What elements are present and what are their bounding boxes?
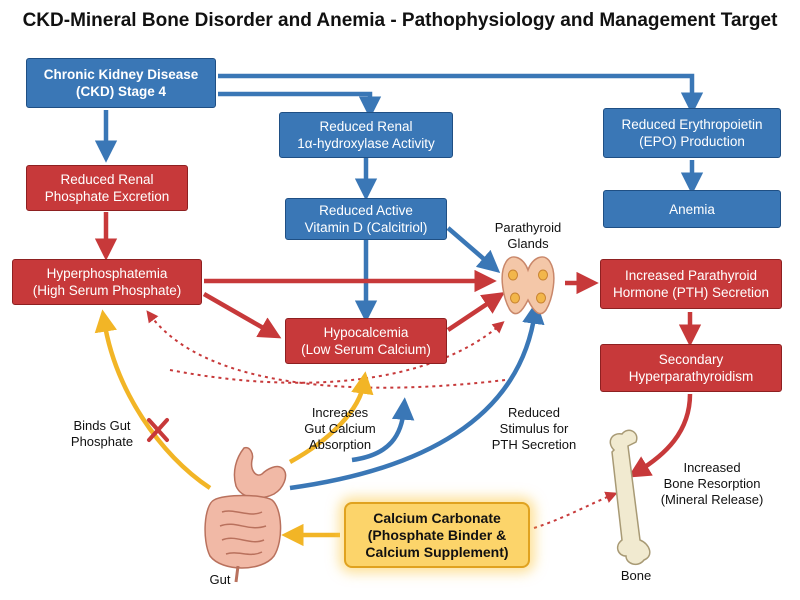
increases-gut-calcium-label: Increases Gut Calcium Absorption	[292, 405, 388, 453]
reduced-stimulus-line-3: PTH Secretion	[491, 437, 577, 452]
arrow-secondary-hpt-to-bone	[627, 393, 693, 478]
reduced-epo-line-1: Reduced Erythropoietin	[621, 117, 763, 132]
reduced-hydroxylase-line-1: Reduced Renal	[319, 119, 413, 134]
dotted-arrow-to-parathyroid	[169, 321, 505, 384]
increases-gut-calcium-line-1: Increases	[311, 405, 369, 420]
hypocalcemia-line-2: (Low Serum Calcium)	[301, 342, 431, 357]
page-title: CKD-Mineral Bone Disorder and Anemia - P…	[22, 10, 778, 31]
increased-bone-resorption-line-3: (Mineral Release)	[660, 492, 764, 507]
reduced-phosphate-excretion-line-2: Phosphate Excretion	[44, 189, 170, 204]
arrow-increased-absorption	[351, 397, 415, 463]
binds-gut-phosphate-line-1: Binds Gut	[73, 418, 131, 433]
reduced-hydroxylase-line-2: 1α-hydroxylase Activity	[297, 136, 435, 151]
arrow-gut-to-parathyroid	[289, 301, 545, 491]
reduced-phosphate-excretion-box: Reduced Renal Phosphate Excretion	[26, 165, 188, 211]
gut-label: Gut	[200, 572, 240, 588]
ckd-line-1: Chronic Kidney Disease	[43, 67, 199, 82]
parathyroid-glands-icon	[501, 256, 555, 315]
increased-pth-line-1: Increased Parathyroid	[624, 268, 758, 283]
calcium-carbonate-line-1: Calcium Carbonate	[373, 509, 501, 526]
reduced-phosphate-excretion-line-1: Reduced Renal	[60, 172, 154, 187]
secondary-hpt-line-1: Secondary	[658, 352, 724, 367]
bone-label: Bone	[608, 568, 664, 584]
increased-bone-resorption-line-1: Increased	[683, 460, 741, 475]
secondary-hpt-box: Secondary Hyperparathyroidism	[600, 344, 782, 392]
gut-label-text: Gut	[209, 572, 231, 587]
reduced-vitamin-d-line-2: Vitamin D (Calcitriol)	[304, 220, 428, 235]
hypocalcemia-box: Hypocalcemia (Low Serum Calcium)	[285, 318, 447, 364]
reduced-stimulus-line-2: Stimulus for	[499, 421, 569, 436]
calcium-carbonate-box: Calcium Carbonate (Phosphate Binder & Ca…	[344, 502, 530, 568]
increased-pth-line-2: Hormone (PTH) Secretion	[612, 285, 770, 300]
parathyroid-label-line-2: Glands	[507, 236, 549, 251]
ckd-box: Chronic Kidney Disease (CKD) Stage 4	[26, 58, 216, 108]
reduced-hydroxylase-box: Reduced Renal 1α-hydroxylase Activity	[279, 112, 453, 158]
reduced-vitamin-d-line-1: Reduced Active	[319, 203, 413, 218]
inhibition-x-icon	[147, 418, 169, 442]
arrow-hypocalcemia-to-parathyroid	[446, 292, 505, 332]
increased-bone-resorption-label: Increased Bone Resorption (Mineral Relea…	[650, 460, 774, 508]
bone-label-text: Bone	[620, 568, 652, 583]
anemia-label: Anemia	[669, 201, 715, 217]
hyperphosphatemia-line-2: (High Serum Phosphate)	[32, 283, 182, 298]
stomach-intestine-icon	[204, 446, 287, 583]
arrow-hyperphosphatemia-to-hypocalcemia	[202, 292, 282, 339]
anemia-box: Anemia	[603, 190, 781, 228]
arrow-ckd-to-epo	[218, 73, 704, 115]
hyperphosphatemia-box: Hyperphosphatemia (High Serum Phosphate)	[12, 259, 202, 305]
ckd-line-2: (CKD) Stage 4	[75, 84, 166, 99]
increased-bone-resorption-line-2: Bone Resorption	[663, 476, 761, 491]
parathyroid-label: Parathyroid Glands	[478, 220, 578, 252]
hyperphosphatemia-line-1: Hyperphosphatemia	[46, 266, 168, 281]
femur-bone-icon	[609, 429, 651, 566]
parathyroid-label-line-1: Parathyroid	[494, 220, 562, 235]
binds-gut-phosphate-label: Binds Gut Phosphate	[60, 418, 144, 450]
hypocalcemia-line-1: Hypocalcemia	[323, 325, 409, 340]
secondary-hpt-line-2: Hyperparathyroidism	[628, 369, 754, 384]
dotted-arrow-to-bone	[533, 491, 618, 529]
reduced-vitamin-d-box: Reduced Active Vitamin D (Calcitriol)	[285, 198, 447, 240]
arrow-gut-calcium-absorption	[288, 371, 374, 464]
increased-pth-box: Increased Parathyroid Hormone (PTH) Secr…	[600, 259, 782, 309]
calcium-carbonate-line-2: (Phosphate Binder &	[367, 526, 507, 543]
binds-gut-phosphate-line-2: Phosphate	[70, 434, 134, 449]
reduced-epo-line-2: (EPO) Production	[639, 134, 745, 149]
increases-gut-calcium-line-2: Gut Calcium	[304, 421, 376, 436]
reduced-stimulus-label: Reduced Stimulus for PTH Secretion	[482, 405, 586, 453]
reduced-stimulus-line-1: Reduced	[507, 405, 561, 420]
arrow-ckd-to-hydroxylase	[218, 91, 382, 119]
increases-gut-calcium-line-3: Absorption	[308, 437, 372, 452]
reduced-epo-box: Reduced Erythropoietin (EPO) Production	[603, 108, 781, 158]
arrow-vitamin-d-to-parathyroid	[446, 226, 501, 274]
calcium-carbonate-line-3: Calcium Supplement)	[365, 543, 509, 560]
arrow-binds-gut-phosphate	[94, 309, 212, 490]
